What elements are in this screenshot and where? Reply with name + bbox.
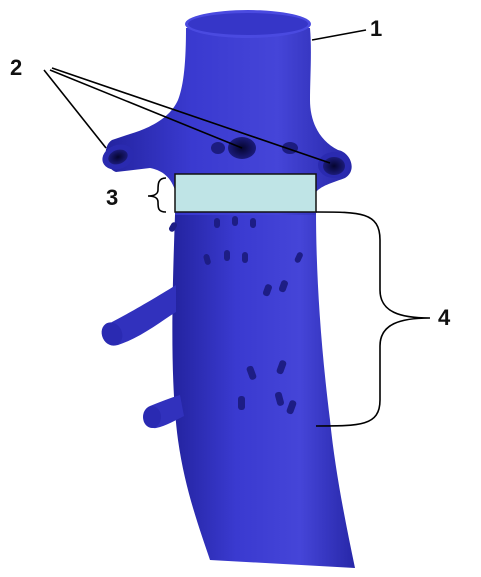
vessel-top-rim-inner xyxy=(188,13,308,35)
label-1: 1 xyxy=(370,16,382,41)
label-4: 4 xyxy=(438,305,451,330)
label-2: 2 xyxy=(10,55,22,80)
opening-small-left xyxy=(211,142,225,154)
leader-line-2-a xyxy=(44,70,106,148)
band-segment xyxy=(175,174,316,212)
opening-right-branch-lumen xyxy=(323,157,345,175)
vessel-trunk xyxy=(172,210,355,568)
bracket-4 xyxy=(316,212,430,426)
leader-line-1 xyxy=(312,30,366,40)
side-branch-lower-end xyxy=(143,406,161,428)
bracket-3 xyxy=(148,178,166,212)
label-3: 3 xyxy=(106,185,118,210)
